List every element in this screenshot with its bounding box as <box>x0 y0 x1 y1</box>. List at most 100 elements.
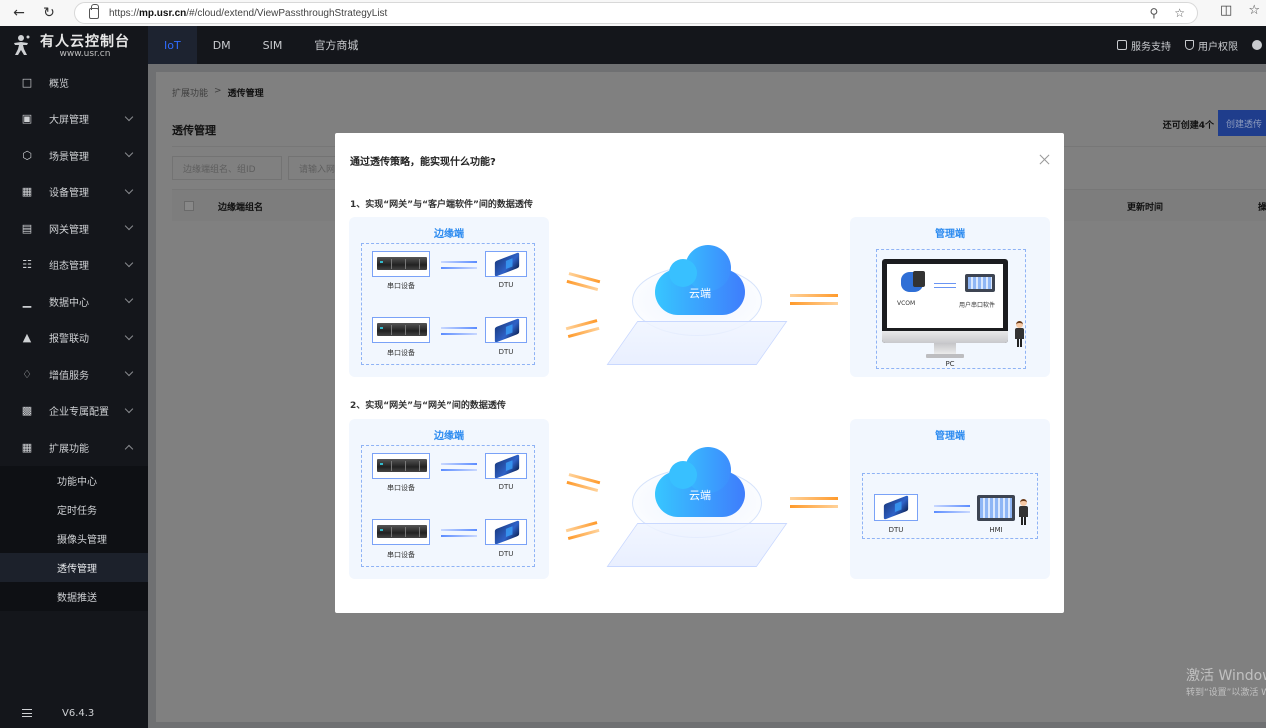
pc-label: PC <box>945 360 955 368</box>
cloud-label: 云端 <box>689 489 711 502</box>
edge-panel-2: 边缘端 串口设备 DTU 串口设备 DTU <box>349 419 549 579</box>
manager-group-box <box>862 473 1038 539</box>
bidirectional-arrow-icon <box>934 282 956 290</box>
address-bar[interactable]: https://mp.usr.cn/#/cloud/extend/ViewPas… <box>74 2 1198 24</box>
sidebar-item-label: 数据中心 <box>49 297 89 309</box>
top-tabs: IoT DM SIM 官方商城 <box>148 26 374 64</box>
sidebar-subitem-function-center[interactable]: 功能中心 <box>57 476 97 488</box>
edge-group-box <box>361 243 535 365</box>
dtu-label: DTU <box>498 550 514 558</box>
dtu-label: DTU <box>498 483 514 491</box>
scene-icon: ⬡ <box>22 148 32 162</box>
edge-group-search-input[interactable]: 边缘端组名、组ID <box>172 156 282 180</box>
cloud-icon <box>655 245 745 315</box>
gateway-icon: ▤ <box>21 221 33 235</box>
sidebar-subitem-scheduled-tasks[interactable]: 定时任务 <box>57 505 97 517</box>
serial-device-label: 串口设备 <box>387 551 415 559</box>
sidebar-item-topology[interactable]: ☷ 组态管理 <box>0 247 148 284</box>
building-icon: ▩ <box>21 404 33 418</box>
lock-icon[interactable] <box>89 3 99 19</box>
person-icon <box>1018 499 1028 525</box>
diamond-icon: ♢ <box>22 367 32 381</box>
breadcrumb-parent[interactable]: 扩展功能 <box>172 89 209 99</box>
dtu-image <box>485 317 527 343</box>
chevron-down-icon <box>124 331 134 340</box>
sidebar-item-extensions[interactable]: ▦ 扩展功能 <box>0 429 148 466</box>
sidebar-item-data-center[interactable]: ▁ 数据中心 <box>0 283 148 320</box>
dtu-label: DTU <box>498 348 514 356</box>
watermark-line2: 转到“设置”以激活 Windows <box>1186 688 1266 698</box>
dtu-image <box>874 494 918 521</box>
bidirectional-arrow-icon <box>934 505 970 515</box>
select-all-checkbox[interactable] <box>184 201 194 211</box>
sidebar-item-label: 大屏管理 <box>49 115 89 127</box>
location-icon[interactable]: ⚲ <box>1149 6 1159 20</box>
sidebar-item-label: 报警联动 <box>49 334 89 346</box>
favorites-icon[interactable]: ☆ <box>1248 3 1260 18</box>
remaining-count: 还可创建4个 <box>1162 121 1214 131</box>
globe-icon <box>1252 40 1262 50</box>
sidebar-item-screen[interactable]: ▣ 大屏管理 <box>0 101 148 138</box>
column-actions: 操 <box>1258 203 1266 213</box>
service-support-link[interactable]: 服务支持 <box>1117 38 1171 53</box>
sidebar-item-alarm[interactable]: ▲ 报警联动 <box>0 320 148 357</box>
sidebar-subitem-camera[interactable]: 摄像头管理 <box>57 534 107 546</box>
edge-group-box <box>361 445 535 567</box>
cloud-label: 云端 <box>689 287 711 300</box>
sidebar-subitem-data-push[interactable]: 数据推送 <box>57 592 97 604</box>
collapse-menu-icon[interactable] <box>22 709 32 717</box>
serial-software-icon <box>965 274 995 292</box>
tab-iot[interactable]: IoT <box>148 26 197 64</box>
orange-arrow-icon <box>565 521 601 543</box>
sidebar-item-device[interactable]: ▦ 设备管理 <box>0 174 148 211</box>
sidebar: □ 概览 ▣ 大屏管理 ⬡ 场景管理 ▦ 设备管理 ▤ 网关管理 ☷ 组态管理 <box>0 64 148 728</box>
orange-arrow-icon <box>566 473 601 495</box>
sidebar-item-label: 场景管理 <box>49 151 89 163</box>
sidebar-item-label: 设备管理 <box>49 188 89 200</box>
sidebar-item-scene[interactable]: ⬡ 场景管理 <box>0 137 148 174</box>
back-arrow-icon[interactable]: ← <box>13 5 25 21</box>
serial-device-label: 串口设备 <box>387 282 415 290</box>
bidirectional-arrow-icon <box>441 529 477 539</box>
close-icon[interactable] <box>1039 154 1050 165</box>
sidebar-item-label: 企业专属配置 <box>49 407 109 419</box>
tab-dm[interactable]: DM <box>212 38 231 52</box>
serial-device-label: 串口设备 <box>387 484 415 492</box>
hmi-image <box>977 495 1015 521</box>
orange-arrow-icon <box>566 272 601 294</box>
logo-title: 有人云控制台 <box>40 34 130 50</box>
url-text[interactable]: https://mp.usr.cn/#/cloud/extend/ViewPas… <box>109 7 388 19</box>
screen-icon: ▣ <box>21 112 33 126</box>
windows-activation-watermark: 激活 Windows 转到“设置”以激活 Windows <box>1186 665 1266 698</box>
sidebar-subitem-passthrough[interactable]: 透传管理 <box>0 552 148 582</box>
breadcrumb: 扩展功能 > 透传管理 <box>172 86 264 99</box>
version-label: V6.4.3 <box>62 707 95 719</box>
logo[interactable]: 有人云控制台 www.usr.cn <box>12 29 148 61</box>
reload-icon[interactable]: ↻ <box>43 5 55 21</box>
split-screen-icon[interactable]: ◫ <box>1220 3 1233 18</box>
tab-sim[interactable]: SIM <box>262 38 283 52</box>
edge-panel-1: 边缘端 串口设备 DTU 串口设备 DTU <box>349 217 549 377</box>
serial-device-image <box>372 317 430 343</box>
sidebar-item-gateway[interactable]: ▤ 网关管理 <box>0 210 148 247</box>
sidebar-item-overview[interactable]: □ 概览 <box>0 64 148 101</box>
create-passthrough-button[interactable]: 创建透传 <box>1218 110 1266 136</box>
chevron-down-icon <box>124 185 134 194</box>
alarm-icon: ▲ <box>22 331 32 345</box>
logo-person-icon <box>12 34 32 56</box>
sidebar-item-enterprise-config[interactable]: ▩ 企业专属配置 <box>0 393 148 430</box>
serial-device-image <box>372 251 430 277</box>
chevron-down-icon <box>124 294 134 304</box>
orange-arrow-icon <box>790 497 838 511</box>
sidebar-item-label: 网关管理 <box>49 224 89 236</box>
tab-official-store[interactable]: 官方商城 <box>314 39 359 52</box>
bidirectional-arrow-icon <box>441 463 477 473</box>
page-title: 透传管理 <box>172 124 216 137</box>
sidebar-item-value-added[interactable]: ♢ 增值服务 <box>0 356 148 393</box>
bidirectional-arrow-icon <box>441 261 477 271</box>
user-permission-link[interactable]: 用户权限 <box>1185 38 1238 53</box>
orange-arrow-icon <box>790 294 838 308</box>
extensions-submenu: 功能中心 定时任务 摄像头管理 透传管理 数据推送 <box>0 465 148 611</box>
language-switch[interactable] <box>1252 40 1262 50</box>
star-icon[interactable]: ☆ <box>1174 6 1185 20</box>
